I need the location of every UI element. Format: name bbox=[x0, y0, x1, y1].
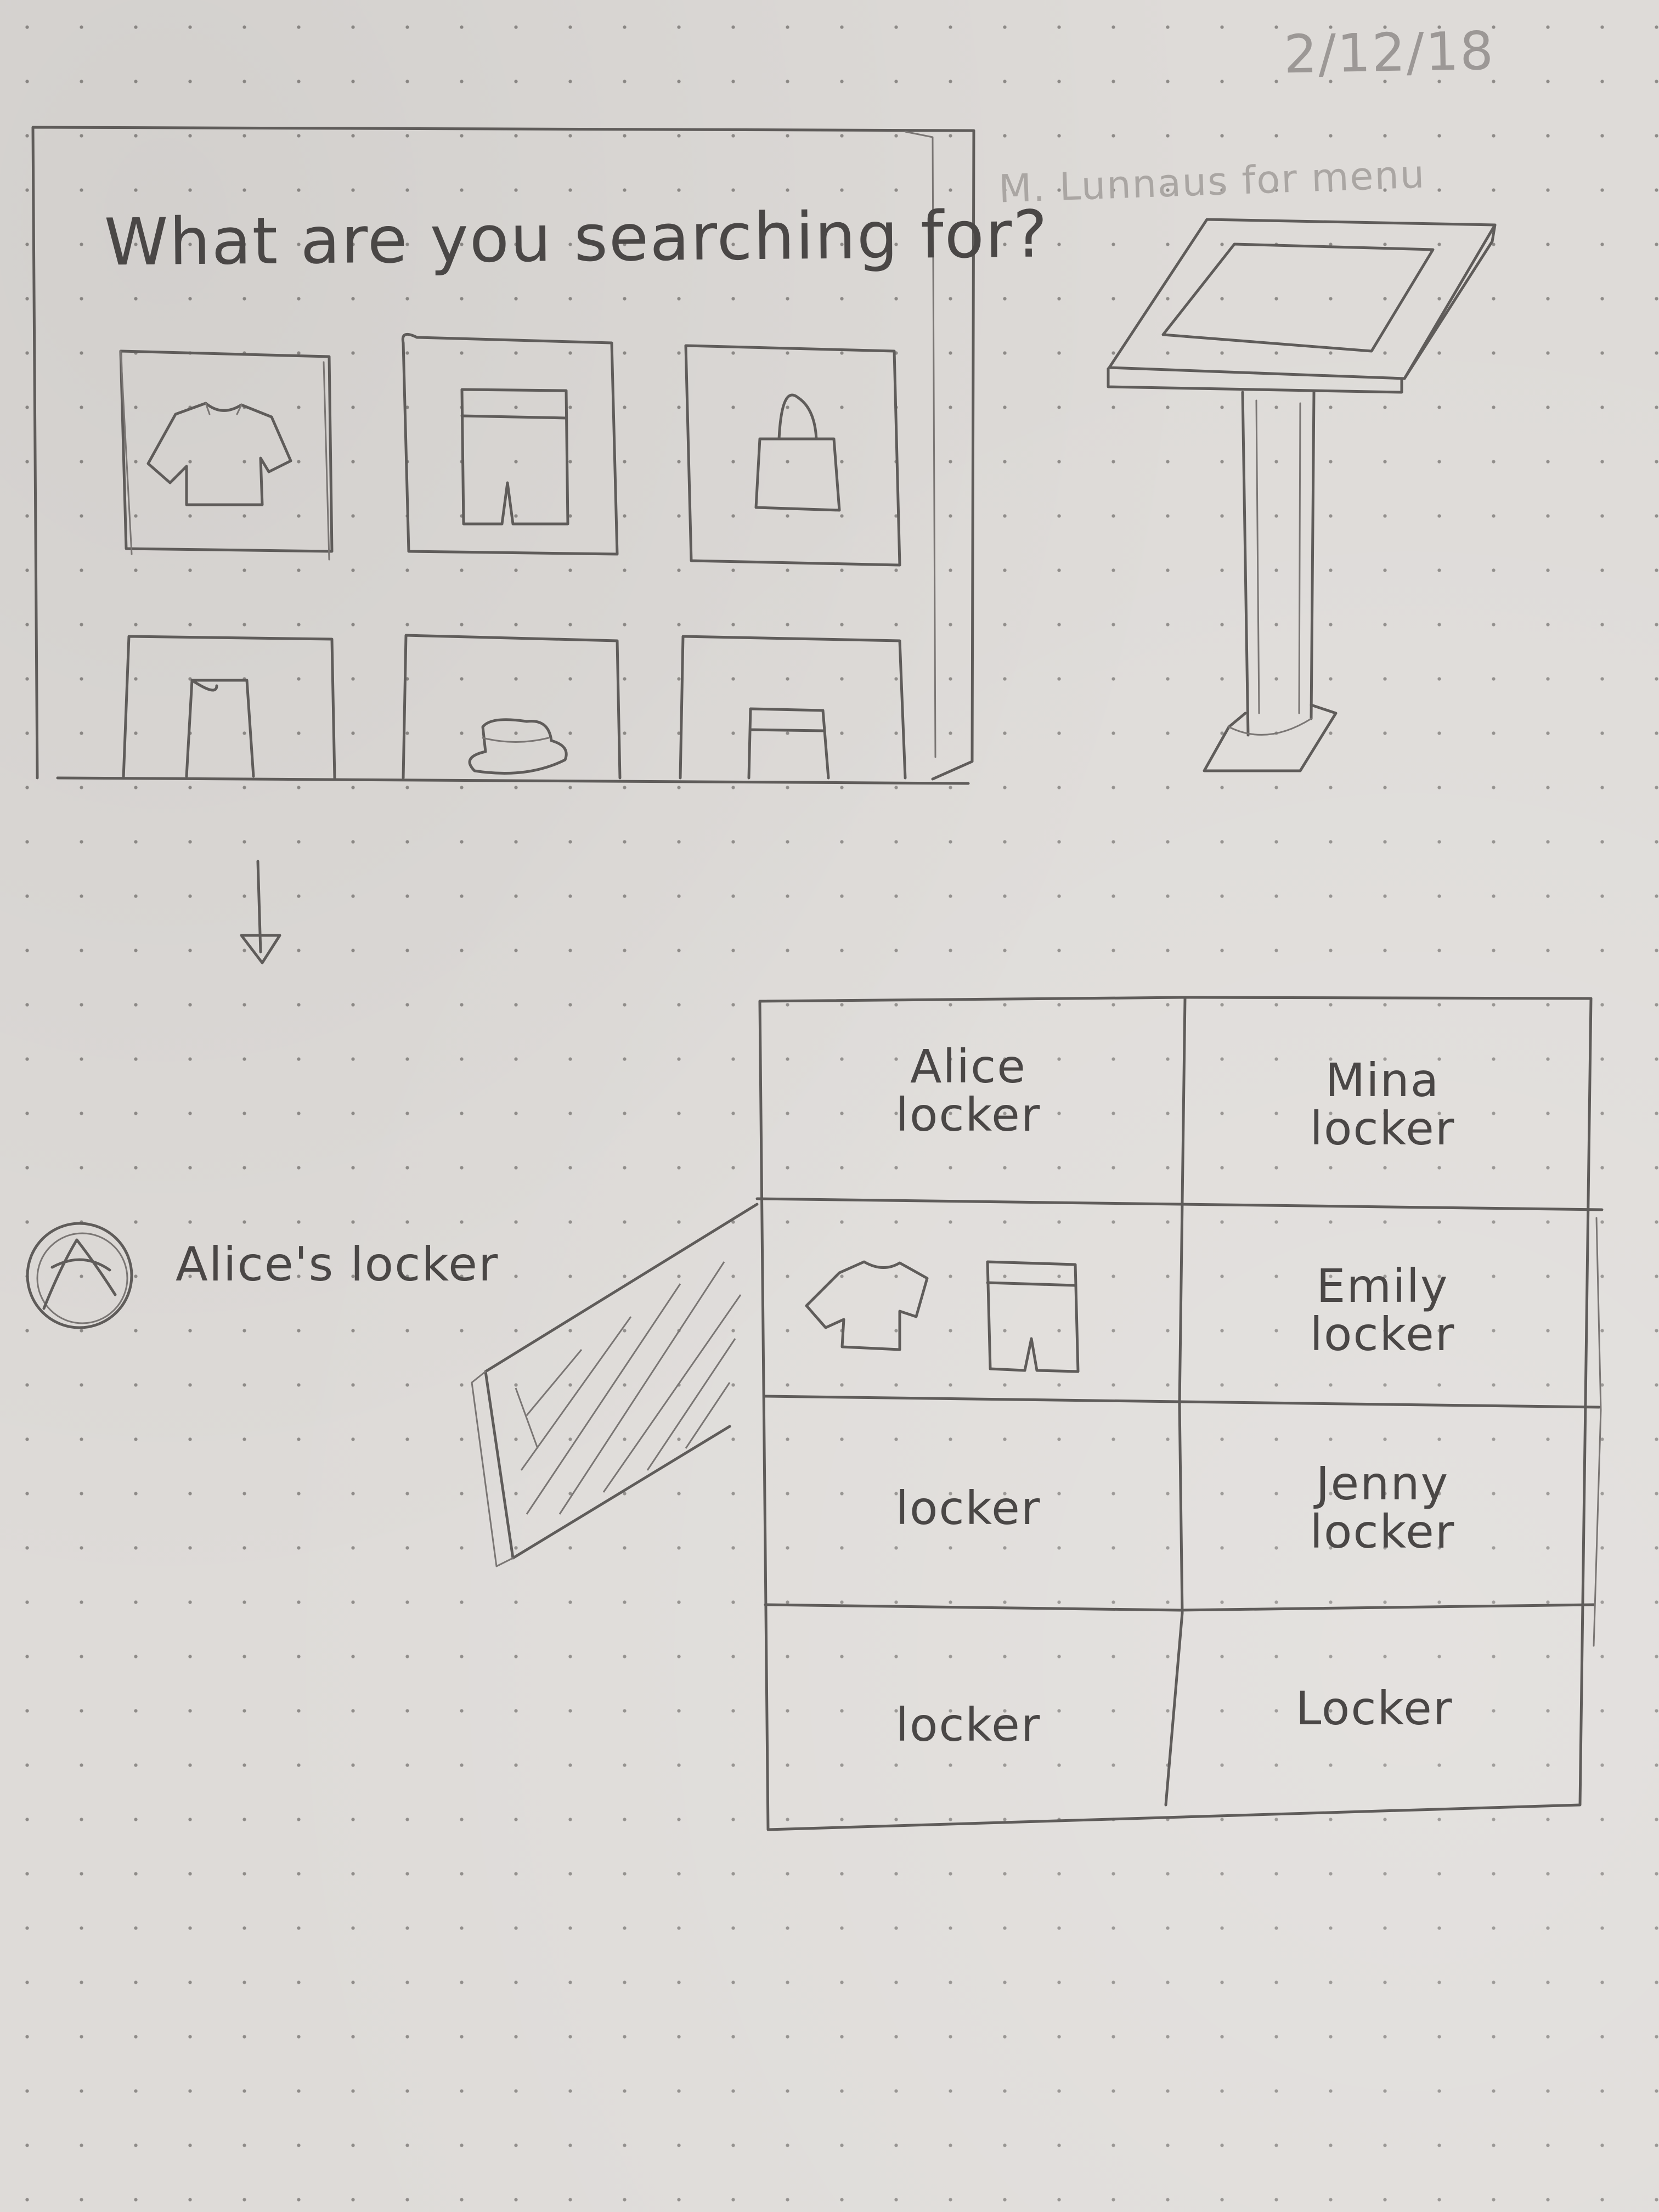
search-prompt-heading: What are you searching for? bbox=[104, 196, 1049, 280]
category-tile-shorts[interactable] bbox=[401, 332, 619, 556]
skirt-icon bbox=[747, 707, 830, 780]
profile-locker-name[interactable]: Alice's locker bbox=[176, 1237, 499, 1292]
locker-door-open bbox=[471, 1203, 759, 1567]
locker-grid bbox=[755, 996, 1604, 1831]
kiosk-stand-icon bbox=[1107, 218, 1497, 772]
category-tile-sweater[interactable] bbox=[119, 349, 334, 561]
category-tile-pants[interactable] bbox=[122, 635, 336, 780]
locker-cell-empty[interactable]: locker bbox=[895, 1481, 1041, 1535]
kiosk-screen-frame bbox=[31, 126, 975, 785]
locker-cell-empty[interactable]: locker bbox=[895, 1698, 1041, 1752]
tshirt-icon bbox=[805, 1260, 929, 1351]
category-tile-skirt[interactable] bbox=[679, 635, 907, 780]
locker-cell-jenny[interactable]: Jenny locker bbox=[1310, 1457, 1455, 1559]
handbag-icon bbox=[754, 393, 841, 512]
sweater-icon bbox=[146, 402, 292, 506]
category-tile-handbag[interactable] bbox=[684, 344, 901, 567]
locker-cell-empty[interactable]: Locker bbox=[1295, 1681, 1453, 1735]
locker-cell-emily[interactable]: Emily locker bbox=[1310, 1259, 1455, 1361]
locker-cell-alice[interactable]: Alice locker bbox=[895, 1040, 1041, 1142]
locker-cell-mina[interactable]: Mina locker bbox=[1310, 1053, 1455, 1155]
arrow-down-icon bbox=[240, 860, 281, 964]
shorts-icon bbox=[460, 388, 569, 526]
sketch-date: 2/12/18 bbox=[1283, 20, 1496, 86]
hat-icon bbox=[468, 718, 568, 775]
category-tile-hat[interactable] bbox=[402, 634, 622, 780]
shorts-icon bbox=[986, 1260, 1080, 1373]
avatar-icon[interactable] bbox=[26, 1222, 133, 1329]
pants-icon bbox=[185, 679, 255, 778]
